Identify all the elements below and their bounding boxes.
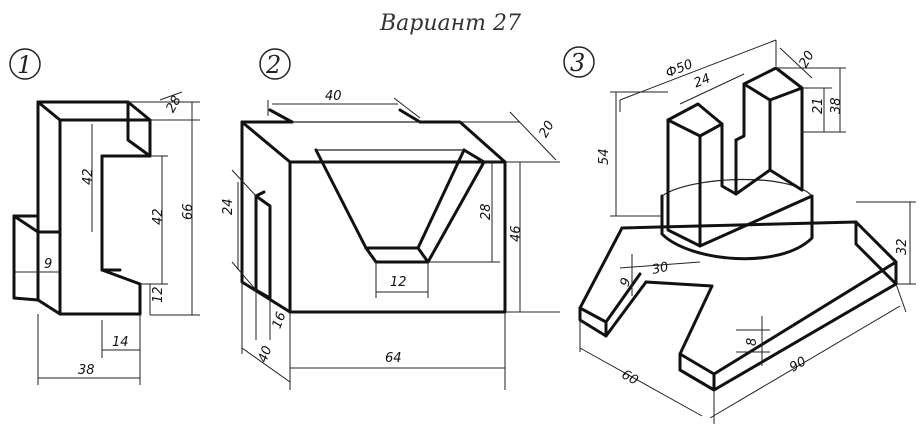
figure-3-dim-38: 38 xyxy=(829,97,844,114)
figure-2-dim-12: 12 xyxy=(390,275,407,290)
figure-3-dim-21: 21 xyxy=(811,97,826,114)
figure-2-dim-16: 16 xyxy=(270,310,290,331)
figure-1-part xyxy=(12,100,152,316)
figure-3-dim-20: 20 xyxy=(796,49,817,71)
figure-1-number-circle xyxy=(9,48,41,80)
figure-2-dim-28: 28 xyxy=(479,203,494,220)
figure-1-dim-14: 14 xyxy=(112,335,129,350)
figure-1-dim-12: 12 xyxy=(151,286,166,303)
figure-2-dim-20: 20 xyxy=(536,119,557,141)
figure-2-number: 2 xyxy=(265,51,281,79)
figure-2-dimension-lines xyxy=(231,97,560,390)
figure-1-dim-42a: 42 xyxy=(81,168,96,185)
figure-1-dimension-lines xyxy=(14,91,200,385)
figure-3-dim-30: 30 xyxy=(651,260,670,278)
figure-1-dim-9: 9 xyxy=(44,257,52,272)
figure-2-number-circle xyxy=(259,48,291,80)
figure-2-dim-40-top: 40 xyxy=(325,89,342,104)
figure-3-dim-32: 32 xyxy=(895,238,910,255)
figure-2-dim-24: 24 xyxy=(221,198,236,215)
figure-2-dim-46: 46 xyxy=(509,225,524,242)
figure-1-dim-38: 38 xyxy=(78,363,95,378)
figure-1-number: 1 xyxy=(17,51,32,79)
figure-3-dim-90: 90 xyxy=(787,354,809,375)
figure-3-dim-60: 60 xyxy=(619,367,641,388)
figure-2-dim-64: 64 xyxy=(385,351,402,366)
figure-3-dim-8: 8 xyxy=(745,338,760,346)
figure-3-dim-54: 54 xyxy=(597,148,612,165)
figure-2-part xyxy=(240,108,507,314)
figure-1-dim-42b: 42 xyxy=(151,208,166,225)
figure-3: 3 xyxy=(563,39,916,424)
figure-2-dim-40: 40 xyxy=(256,344,276,365)
figure-1-dim-28: 28 xyxy=(163,94,184,116)
figure-3-number-circle xyxy=(563,46,595,78)
figure-3-dim-24: 24 xyxy=(692,71,713,91)
figure-3-dimension-lines xyxy=(579,39,916,424)
figure-2: 2 xyxy=(221,48,560,390)
variant-title: Вариант 27 xyxy=(379,11,521,36)
figure-1-dim-66: 66 xyxy=(181,203,196,220)
figure-3-part xyxy=(578,66,898,392)
figure-3-number: 3 xyxy=(570,49,585,77)
figure-1: 1 xyxy=(9,48,200,385)
